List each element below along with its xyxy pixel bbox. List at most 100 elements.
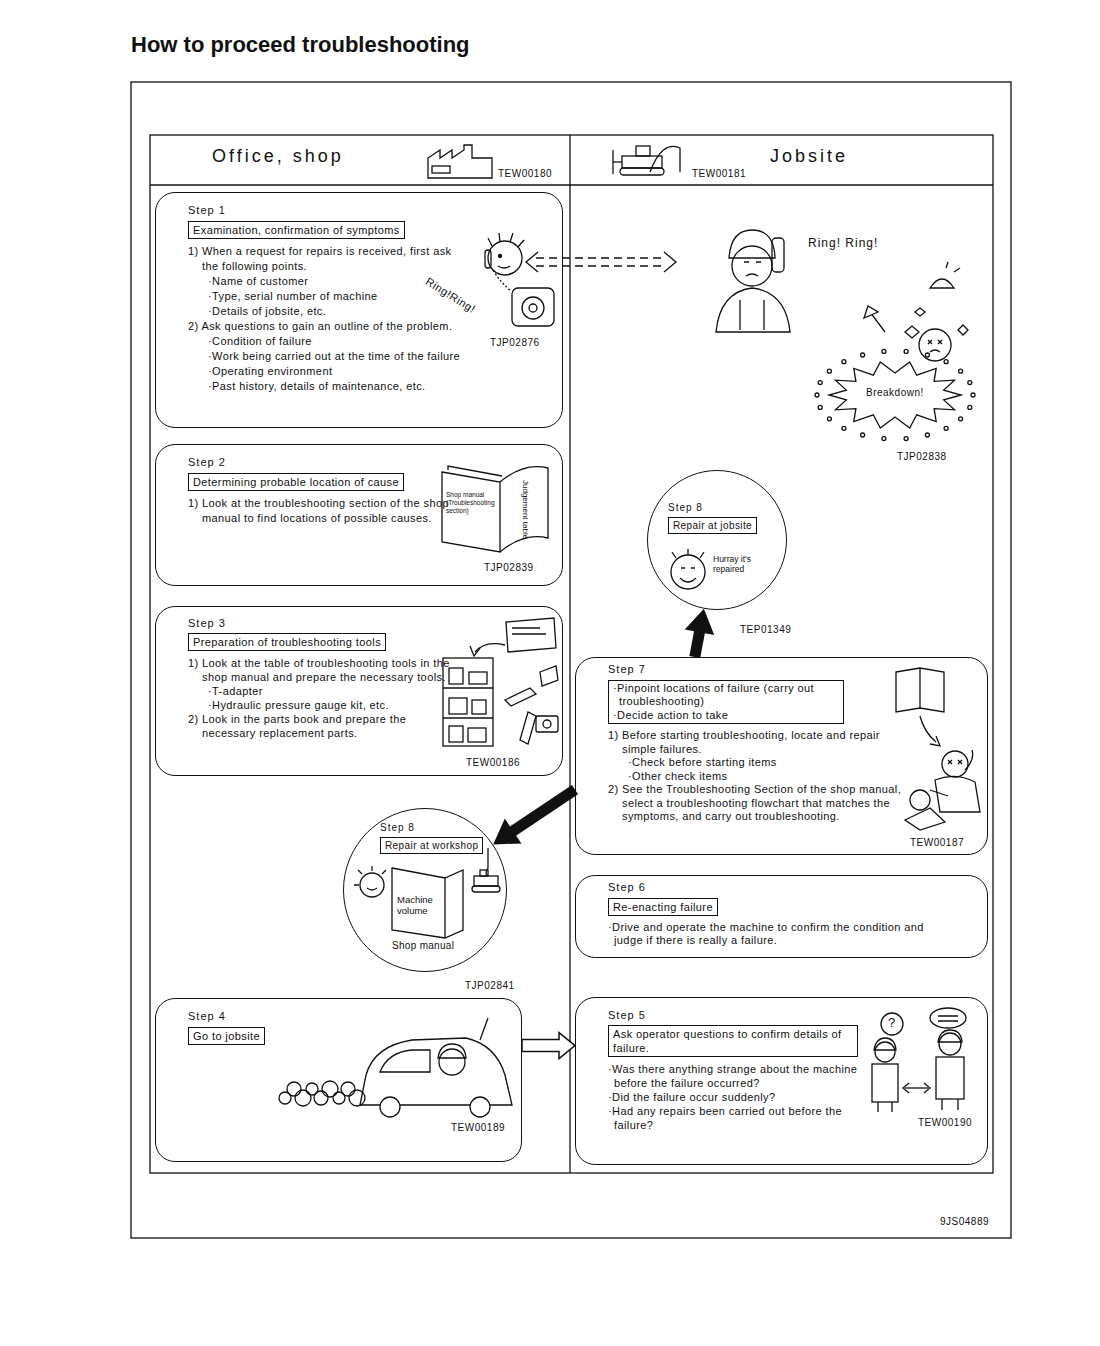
jobsite-caller — [739, 300, 740, 330]
interview-scene — [942, 1099, 958, 1110]
car-scene — [380, 1050, 430, 1072]
car-scene — [279, 1018, 512, 1117]
step-heading-box: Re-enacting failure — [608, 898, 718, 916]
mechanic-scene — [920, 716, 936, 742]
flow-arrow — [695, 630, 700, 657]
tool-cabinet — [470, 646, 480, 656]
office-caller — [485, 250, 491, 268]
bulldozer-icon — [613, 161, 622, 162]
step-box: Step 4Go to jobsite — [155, 998, 522, 1162]
interview-scene — [938, 1030, 962, 1042]
step-heading-box: Determining probable location of cause — [188, 473, 404, 491]
workshop-scene — [354, 848, 500, 938]
tool-cabinet — [443, 717, 493, 718]
breakdown-scene — [968, 381, 972, 385]
breakdown-scene — [864, 306, 878, 318]
breakdown-scene — [925, 433, 929, 437]
office-caller — [499, 255, 502, 258]
question-mark: ? — [888, 1015, 895, 1031]
phone-call-arrow — [536, 257, 666, 258]
mechanic-scene — [896, 668, 980, 830]
frame — [131, 82, 1011, 1238]
jobsite-caller — [732, 246, 772, 286]
step-heading: Preparation of troubleshooting tools — [193, 635, 381, 649]
car-scene — [341, 1082, 355, 1096]
step-text: 2) See the Troubleshooting Section of th… — [608, 783, 912, 824]
bulldozer-icon — [622, 156, 662, 168]
interview-scene — [881, 1013, 903, 1035]
step-number: Step 5 — [608, 1008, 975, 1022]
breakdown-scene — [946, 262, 960, 272]
repaired-face — [671, 555, 705, 589]
step-number: Step 8 — [668, 501, 786, 514]
step-text: ·Past history, details of maintenance, e… — [188, 379, 550, 394]
step-text: 2) Ask questions to gain an outline of t… — [188, 319, 522, 334]
step-box: Step 6Re-enacting failure·Drive and oper… — [575, 875, 988, 958]
figure-code: TJP02838 — [897, 451, 947, 463]
breakdown-scene — [842, 426, 846, 430]
step-text: 1) Look at the troubleshooting section o… — [188, 496, 452, 526]
step-heading: ·Decide action to take — [613, 709, 839, 723]
breakdown-scene — [944, 360, 948, 364]
breakdown-scene — [882, 349, 886, 353]
mechanic-scene — [930, 790, 948, 796]
bulldozer-icon — [620, 168, 664, 175]
tool-cabinet — [443, 618, 558, 746]
tool-cabinet — [468, 728, 486, 742]
speech-text: Hurray it's repaired — [713, 554, 777, 574]
step-text: 1) Before starting troubleshooting, loca… — [608, 729, 897, 756]
figure-code: TEW00180 — [498, 168, 552, 180]
step-circle: Step 8Repair at jobsite — [647, 470, 787, 610]
workshop-scene — [472, 886, 500, 892]
phone-sound: Ring! Ring! — [808, 236, 878, 250]
workshop-scene — [360, 873, 384, 897]
book-text: Shop manual (Troubleshooting section) — [446, 491, 498, 514]
column-heading: Office, shop — [212, 146, 344, 168]
breakdown-scene — [815, 262, 975, 441]
step-heading-box: ·Pinpoint locations of failure (carry ou… — [608, 680, 844, 725]
car-scene — [480, 1018, 488, 1040]
office-caller — [488, 241, 522, 275]
flow-arrow — [522, 1033, 575, 1059]
nested-area: Go to jobsite — [188, 1024, 509, 1050]
tool-cabinet — [443, 658, 493, 746]
breakdown-scene — [944, 426, 948, 430]
frame — [150, 135, 993, 1173]
jobsite-caller — [763, 300, 764, 330]
car-scene — [360, 1038, 512, 1105]
breakdown-scene — [919, 329, 951, 361]
office-caller — [485, 233, 554, 326]
interview-scene — [905, 1087, 928, 1088]
step-text: ·Had any repairs been carried out before… — [608, 1104, 864, 1132]
breakdown-scene — [971, 393, 975, 397]
interview-scene — [930, 1008, 966, 1028]
workshop-scene — [444, 878, 445, 938]
tool-cabinet — [543, 720, 551, 728]
step-box: Step 7·Pinpoint locations of failure (ca… — [575, 657, 988, 855]
nested-area: Preparation of troubleshooting tools — [188, 630, 550, 656]
step-heading: ·Pinpoint locations of failure (carry ou… — [613, 682, 839, 709]
step-text: ·Details of jobsite, etc. — [188, 304, 550, 319]
interview-scene — [938, 1016, 958, 1021]
breakdown-scene — [829, 362, 961, 428]
nested-area: Repair at workshop — [380, 834, 506, 859]
workshop-scene — [480, 870, 488, 876]
phone-call-arrow — [526, 252, 538, 272]
car-scene — [287, 1082, 301, 1096]
tool-cabinet — [443, 687, 493, 688]
flow-arrow — [511, 790, 575, 833]
step-text: ·Drive and operate the machine to confir… — [608, 921, 944, 948]
step-text: ·Other check items — [608, 770, 975, 784]
tool-cabinet — [449, 668, 463, 684]
step-text: ·Check before starting items — [608, 756, 975, 770]
figure-code: TEW00186 — [466, 757, 520, 769]
manual-book — [442, 466, 548, 552]
step-box: Step 1Examination, confirmation of sympt… — [155, 192, 563, 428]
step-number: Step 4 — [188, 1009, 509, 1024]
car-scene — [279, 1081, 365, 1106]
breakdown-scene — [861, 433, 865, 437]
jobsite-caller — [744, 262, 761, 276]
step-heading: Repair at workshop — [385, 839, 478, 852]
interview-scene — [936, 1057, 964, 1099]
step-text: 1) When a request for repairs is receive… — [188, 244, 460, 274]
